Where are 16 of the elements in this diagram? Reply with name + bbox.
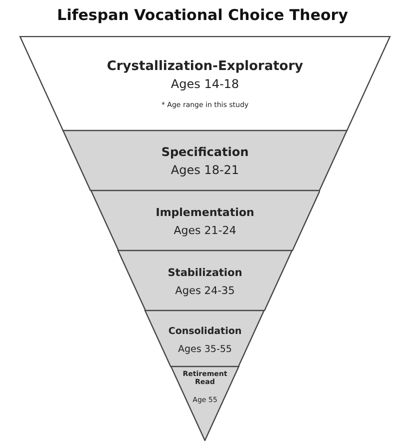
funnel-band <box>144 310 266 367</box>
funnel-band <box>90 190 320 251</box>
age-range: Ages 35-55 <box>178 345 232 356</box>
diagram-title: Lifespan Vocational Choice Theory <box>56 6 349 24</box>
stage-name: Consolidation <box>168 327 242 338</box>
funnel-band <box>116 250 293 311</box>
age-range: Ages 21-24 <box>174 225 236 238</box>
stage-name: Stabilization <box>168 267 242 280</box>
age-range: Ages 18-21 <box>170 164 240 178</box>
stage-name: Specification <box>161 146 249 160</box>
age-range: Ages 24-35 <box>175 285 235 298</box>
funnel-tip <box>170 366 240 441</box>
age-range: Ages 14-18 <box>170 78 240 92</box>
stage-name: Crystallization-Exploratory <box>106 60 304 74</box>
funnel-band <box>19 36 391 131</box>
stage-name: Implementation <box>156 207 254 220</box>
